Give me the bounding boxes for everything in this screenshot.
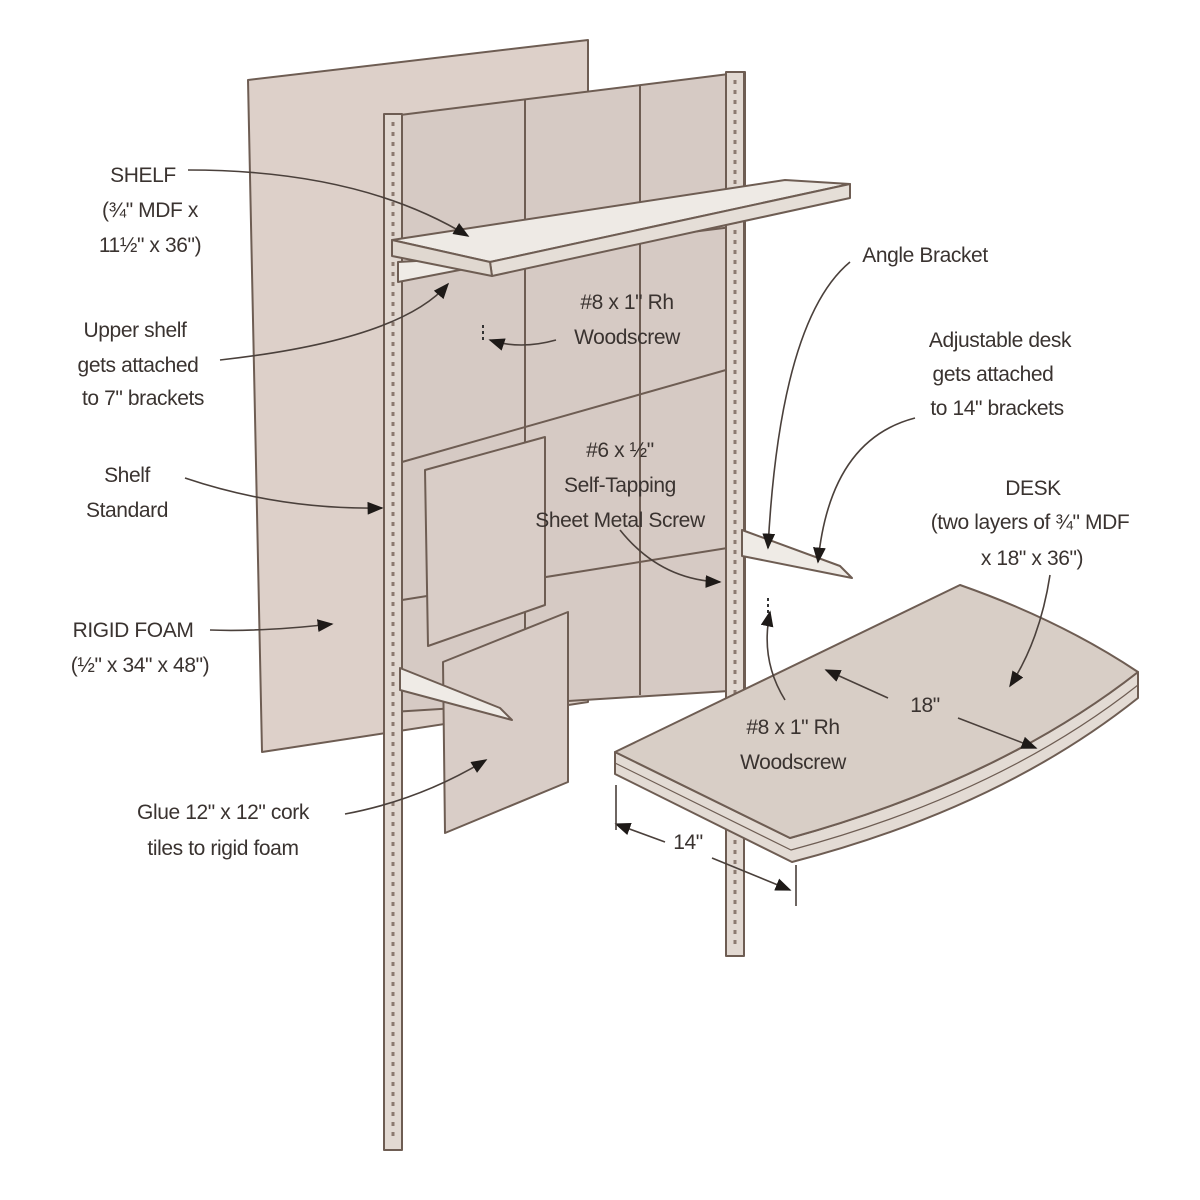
svg-text:Angle Bracket: Angle Bracket	[862, 244, 988, 267]
svg-text:tiles to rigid foam: tiles to rigid foam	[147, 837, 298, 860]
svg-text:11½" x 36"): 11½" x 36")	[99, 234, 201, 257]
leader-lines	[184, 169, 1051, 906]
label-desk: DESK (two layers of ¾" MDF x 18" x 36")	[931, 477, 1130, 570]
svg-text:Adjustable desk: Adjustable desk	[929, 329, 1072, 352]
svg-text:#8 x 1" Rh: #8 x 1" Rh	[746, 716, 839, 739]
svg-text:Sheet Metal Screw: Sheet Metal Screw	[535, 509, 706, 532]
label-desk-depth: 18"	[910, 694, 940, 717]
label-woodscrew-upper: #8 x 1" Rh Woodscrew	[574, 291, 681, 349]
svg-text:(¾" MDF x: (¾" MDF x	[102, 199, 199, 222]
cork-tile	[442, 611, 569, 834]
svg-text:to 14" brackets: to 14" brackets	[930, 397, 1063, 420]
cork-tile	[424, 436, 546, 647]
svg-text:gets attached: gets attached	[78, 354, 199, 377]
label-shelf-standard: Shelf Standard	[86, 464, 168, 522]
svg-text:(two layers of ¾" MDF: (two layers of ¾" MDF	[931, 511, 1130, 534]
svg-text:x 18" x 36"): x 18" x 36")	[981, 547, 1083, 570]
svg-text:#6 x ½": #6 x ½"	[586, 439, 654, 462]
label-sheet-metal-screw: #6 x ½" Self-Tapping Sheet Metal Screw	[535, 439, 706, 532]
svg-text:Shelf: Shelf	[104, 464, 150, 487]
label-adjustable-desk: Adjustable desk gets attached to 14" bra…	[929, 329, 1073, 420]
svg-text:Glue 12" x 12" cork: Glue 12" x 12" cork	[137, 801, 310, 824]
label-cork-tiles: Glue 12" x 12" cork tiles to rigid foam	[137, 801, 310, 860]
svg-text:gets attached: gets attached	[933, 363, 1054, 386]
label-angle-bracket: Angle Bracket	[862, 244, 989, 267]
svg-text:Standard: Standard	[86, 499, 168, 522]
svg-text:(½" x 34" x 48"): (½" x 34" x 48")	[71, 654, 210, 677]
svg-text:RIGID FOAM: RIGID FOAM	[73, 619, 194, 642]
shelf-board	[391, 179, 851, 277]
svg-text:to 7" brackets: to 7" brackets	[82, 387, 204, 410]
svg-text:#8 x 1" Rh: #8 x 1" Rh	[580, 291, 673, 314]
angle-bracket	[741, 529, 853, 579]
label-woodscrew-lower: #8 x 1" Rh Woodscrew	[740, 716, 847, 774]
svg-text:DESK: DESK	[1005, 477, 1061, 500]
label-desk-width: 14"	[673, 831, 703, 854]
label-rigid-foam: RIGID FOAM (½" x 34" x 48")	[71, 619, 210, 677]
svg-text:Self-Tapping: Self-Tapping	[564, 474, 676, 497]
svg-text:Woodscrew: Woodscrew	[740, 751, 847, 774]
angle-bracket	[399, 667, 513, 721]
label-shelf: SHELF (¾" MDF x 11½" x 36")	[99, 164, 202, 257]
svg-text:SHELF: SHELF	[110, 164, 176, 187]
svg-text:Woodscrew: Woodscrew	[574, 326, 681, 349]
desk-board	[614, 584, 1139, 863]
svg-text:Upper shelf: Upper shelf	[84, 319, 188, 342]
shelf-standard-left	[383, 113, 403, 1151]
label-upper-shelf: Upper shelf gets attached to 7" brackets	[78, 319, 205, 410]
